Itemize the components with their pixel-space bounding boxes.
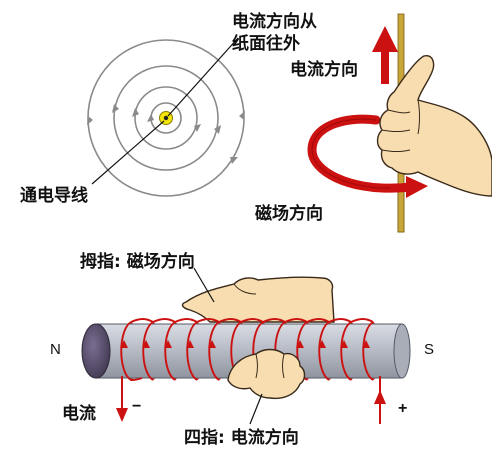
pointer-line-thumb xyxy=(193,267,215,303)
field-arrow-icon xyxy=(239,111,245,120)
field-arrow-icon xyxy=(194,124,201,132)
label-wire: 通电导线 xyxy=(20,186,88,206)
coil-arrow-icon xyxy=(120,340,128,348)
coil-front xyxy=(164,321,176,381)
field-circle-2 xyxy=(134,86,198,150)
lead-left-arrow-icon xyxy=(116,408,128,422)
coil-arrow-icon xyxy=(186,340,194,348)
coil-top-link xyxy=(130,318,374,323)
field-arrow-icon xyxy=(112,104,119,113)
current-arrow-shaft xyxy=(381,50,389,84)
label-north-pole: N xyxy=(50,341,61,358)
coil-front xyxy=(318,321,330,381)
coil-arrow-icon xyxy=(142,340,150,348)
field-swirl-arrow-icon xyxy=(406,176,428,198)
top-hand-shape xyxy=(181,276,335,323)
field-arrow-icon xyxy=(87,116,93,125)
pointer-line-wire xyxy=(91,120,165,185)
finger-crease xyxy=(381,129,411,132)
coil-arrows xyxy=(120,340,370,348)
coil-arrow-icon xyxy=(296,340,304,348)
coil-front xyxy=(142,321,154,381)
coil-arrow-icon xyxy=(340,340,348,348)
label-current: 电流 xyxy=(62,404,96,424)
coil-arrow-icon xyxy=(318,340,326,348)
bottom-hand-crease xyxy=(255,353,258,379)
lead-right-arrow-icon xyxy=(374,390,386,404)
pointer-line-current xyxy=(167,37,239,117)
field-arrow-icon xyxy=(132,108,139,117)
label-minus: − xyxy=(132,398,142,415)
field-arrow-icon xyxy=(230,157,238,164)
finger-crease xyxy=(387,109,411,114)
right-hand-grip-icon xyxy=(307,55,492,233)
label-south-pole: S xyxy=(424,341,435,358)
field-swirl-back-edge xyxy=(311,118,396,189)
bottom-hand-crease xyxy=(282,353,285,379)
field-arrow-icon xyxy=(214,125,221,134)
coil-arrow-icon xyxy=(362,340,370,348)
pointer-line-fingers xyxy=(249,393,263,425)
coil-arrow-icon xyxy=(208,340,216,348)
coil-front xyxy=(186,321,198,381)
current-arrow-head-icon xyxy=(372,26,398,52)
field-direction-arrows xyxy=(87,104,245,164)
field-arrow-icon xyxy=(147,114,154,122)
solenoid-icon xyxy=(81,276,411,424)
label-current-out-line1: 电流方向从 xyxy=(232,12,317,32)
label-thumb: 拇指: 磁场方向 xyxy=(80,252,195,272)
coil-front xyxy=(362,321,374,381)
coil-front xyxy=(340,321,352,381)
rod-right-cap xyxy=(393,323,411,379)
label-current-direction: 电流方向 xyxy=(290,60,358,80)
field-circle-3 xyxy=(113,65,219,171)
top-hand-crease xyxy=(233,283,257,295)
hand-shape xyxy=(376,55,492,197)
thumb-crease xyxy=(417,99,420,135)
label-fingers: 四指: 电流方向 xyxy=(184,428,299,448)
wire-dot-center xyxy=(163,115,169,121)
coil-front xyxy=(208,321,220,381)
vertical-wire-front xyxy=(397,187,405,233)
coil-arrow-icon xyxy=(164,340,172,348)
label-plus: + xyxy=(398,400,408,417)
finger-crease xyxy=(381,149,411,152)
label-field-direction: 磁场方向 xyxy=(255,204,323,224)
bottom-hand-shape xyxy=(227,348,306,400)
coil-front xyxy=(120,321,143,381)
rod-north-end xyxy=(81,323,111,379)
label-current-out-line2: 纸面往外 xyxy=(232,34,300,54)
